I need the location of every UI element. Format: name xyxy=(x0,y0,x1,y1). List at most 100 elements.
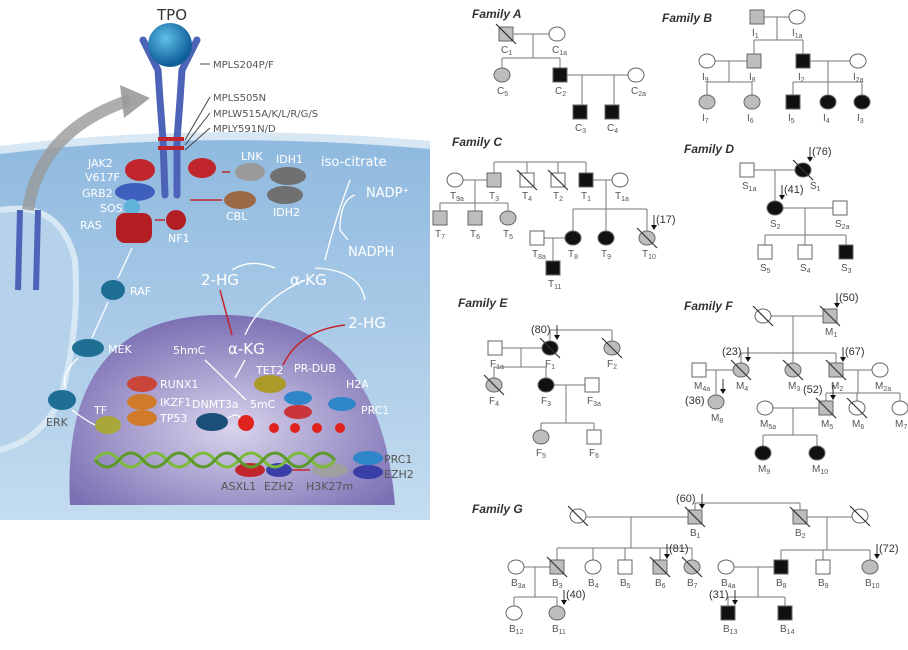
pedigree-individual: B1(60) xyxy=(676,493,706,540)
prc1-protein xyxy=(328,397,356,411)
male-symbol xyxy=(552,67,568,83)
akg-label: α-KG xyxy=(290,271,327,289)
pedigree-individual: T5 xyxy=(499,210,517,241)
signaling-pathway-diagram: TPO MPLS204P/F MPLS505N MPLW515A/K/L/R/G… xyxy=(0,6,430,520)
pedigree-individual: F3a xyxy=(584,377,601,408)
individual-id: M1 xyxy=(825,327,837,339)
mek-label: MEK xyxy=(108,343,132,356)
proband-arrow-head xyxy=(807,157,813,162)
5hmc-label: 5hmC xyxy=(173,344,206,357)
deceased-slash xyxy=(789,506,811,528)
pedigree-individual: T1 xyxy=(578,172,594,203)
age-at-diagnosis: (67) xyxy=(845,346,865,358)
male-symbol xyxy=(432,210,448,226)
pedigree-individual xyxy=(849,505,871,527)
male-symbol xyxy=(797,244,813,260)
lnk-label: LNK xyxy=(241,150,263,163)
individual-id: M2a xyxy=(875,381,891,393)
female-symbol xyxy=(819,94,837,110)
female-symbol xyxy=(548,26,566,42)
individual-id: C4 xyxy=(607,123,618,135)
proband-arrow-head xyxy=(874,554,880,559)
individual-id: B11 xyxy=(552,624,566,636)
pedigree-individual: S1a xyxy=(739,162,757,193)
male-symbol xyxy=(604,104,620,120)
individual-id: I8 xyxy=(749,72,756,84)
erk-protein xyxy=(48,390,76,410)
male-symbol xyxy=(832,200,848,216)
pedigree-individual: T8a xyxy=(529,230,546,261)
deceased-slash xyxy=(547,169,569,191)
deceased-slash xyxy=(483,374,505,396)
pedigree-individual: S1(76) xyxy=(792,146,832,193)
family-title: Family C xyxy=(452,135,502,149)
individual-id: B5 xyxy=(620,578,631,590)
pointer-line xyxy=(184,96,211,141)
pointer-line xyxy=(184,112,211,146)
nadph-label: NADPH xyxy=(348,245,394,260)
pedigree-individual: C1 xyxy=(495,23,517,57)
male-symbol xyxy=(584,377,600,393)
deceased-slash xyxy=(649,556,671,578)
individual-id: F5 xyxy=(536,448,546,460)
pedigree-individual: I5 xyxy=(785,94,801,125)
individual-id: B4 xyxy=(588,578,599,590)
female-symbol xyxy=(766,200,784,216)
idh2-label: IDH2 xyxy=(273,206,300,219)
female-symbol xyxy=(446,172,464,188)
proband-arrow-head xyxy=(664,554,670,559)
pedigree-individual: M3 xyxy=(782,359,804,393)
mpl-y591-label: MPLY591N/D xyxy=(213,124,276,135)
individual-id: I2a xyxy=(853,72,864,84)
prc1-label: PRC1 xyxy=(361,404,389,417)
pedigree-individual: B7 xyxy=(681,556,703,590)
deceased-slash xyxy=(546,556,568,578)
deceased-slash xyxy=(539,337,561,359)
individual-id: M7 xyxy=(895,419,907,431)
individual-id: M4 xyxy=(736,381,748,393)
female-symbol xyxy=(698,94,716,110)
individual-id: M5a xyxy=(760,419,776,431)
pedigree-individual: S3 xyxy=(838,244,854,275)
pedigree-individual: B12 xyxy=(505,605,524,636)
nf1-label: NF1 xyxy=(168,232,190,245)
deceased-slash xyxy=(815,397,837,419)
female-symbol xyxy=(548,605,566,621)
proband-arrow-head xyxy=(561,600,567,605)
age-at-diagnosis: (80) xyxy=(531,324,551,336)
age-at-diagnosis: (40) xyxy=(566,589,586,601)
grb2-label: GRB2 xyxy=(82,187,113,200)
pedigree-individual: I4 xyxy=(819,94,837,125)
2hg-label: 2-HG xyxy=(348,314,386,332)
pedigree-individual: M7 xyxy=(891,400,908,431)
cbl-label: CBL xyxy=(226,210,248,223)
erk-label: ERK xyxy=(46,416,69,429)
proband-arrow-head xyxy=(779,195,785,200)
male-symbol xyxy=(487,340,503,356)
inhibition-lines xyxy=(155,171,346,471)
mpl-receptor xyxy=(139,36,201,199)
deceased-slash xyxy=(681,556,703,578)
pedigree-individual: B14 xyxy=(777,605,795,636)
deceased-slash xyxy=(782,359,804,381)
family-title: Family G xyxy=(472,502,523,516)
ras-label: RAS xyxy=(80,219,102,232)
male-symbol xyxy=(795,53,811,69)
pedigree-individual: B4a xyxy=(717,559,736,590)
isocitrate-label: iso-citrate xyxy=(321,155,387,170)
individual-id: T8a xyxy=(532,249,546,261)
pedigree-individual: I9 xyxy=(698,53,716,84)
individual-id: T9a xyxy=(450,191,464,203)
5mc-label: 5mC xyxy=(250,398,276,411)
individual-id: T8 xyxy=(568,249,578,261)
pedigree-individual: F2 xyxy=(601,337,623,371)
individual-id: M2 xyxy=(831,381,843,393)
pedigree-individual: S2(41) xyxy=(766,184,804,231)
individual-id: M10 xyxy=(812,464,828,476)
age-at-diagnosis: (50) xyxy=(839,292,859,304)
pedigree-individual: T6 xyxy=(467,210,483,241)
grb2-protein xyxy=(115,183,155,201)
individual-id: S4 xyxy=(800,263,811,275)
pedigree-individual: B6(81) xyxy=(649,543,689,590)
